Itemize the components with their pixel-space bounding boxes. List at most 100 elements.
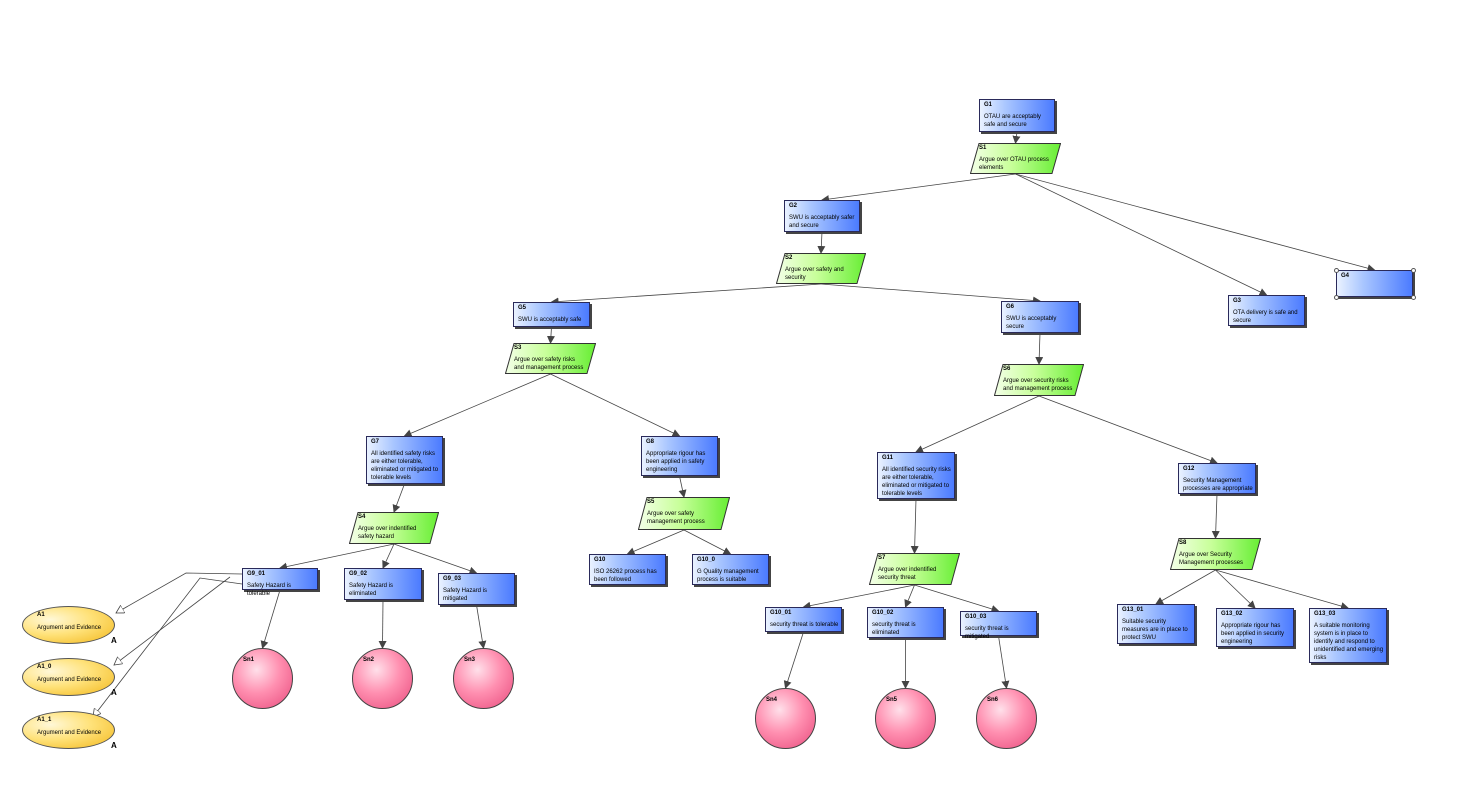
supported-by-edge <box>802 584 915 610</box>
node-id-label: G13_01 <box>1122 607 1144 613</box>
node-id-label: G3 <box>1233 298 1242 304</box>
supported-by-edge <box>626 529 685 555</box>
supported-by-edge <box>393 543 478 575</box>
strategy-parallelogram <box>638 497 730 530</box>
node-id-label: G7 <box>371 439 380 445</box>
supported-by-edge <box>783 631 804 689</box>
supported-by-edge <box>279 543 395 571</box>
selection-handle[interactable] <box>1411 268 1416 273</box>
node-id-label: Sn6 <box>987 697 999 703</box>
goal-node-g11[interactable]: G11 All identified security risks are ei… <box>877 452 955 499</box>
node-id-label: G11 <box>882 455 894 461</box>
strategy-outline <box>776 253 866 284</box>
solution-node-sn5[interactable]: Sn5 <box>875 688 936 749</box>
node-text: Argument and Evidence <box>37 625 102 631</box>
solution-node-sn4[interactable]: Sn4 <box>755 688 816 749</box>
node-id-label: S6 <box>1003 366 1011 372</box>
node-id-label: S3 <box>514 345 522 351</box>
supported-by-edge <box>392 483 405 513</box>
goal-node-g10-02[interactable]: G10_02 security threat is eliminated <box>867 607 944 638</box>
in-context-of-edge <box>114 576 231 665</box>
supported-by-edge <box>1015 173 1376 273</box>
node-id-label: G10 <box>594 557 606 563</box>
node-id-label: G10_02 <box>872 610 894 616</box>
in-context-of-edge <box>93 577 243 717</box>
assumption-a-mark: A <box>111 688 117 697</box>
node-id-label: S2 <box>785 255 793 261</box>
node-id-label: Sn5 <box>886 697 898 703</box>
node-text: G Quality management process is suitable <box>697 569 759 583</box>
selection-handle[interactable] <box>1334 295 1339 300</box>
supported-by-edge <box>821 173 1016 204</box>
node-id-label: G12 <box>1183 466 1195 472</box>
node-text: SWU is acceptably safe <box>518 317 582 323</box>
node-id-label: Sn1 <box>243 657 255 663</box>
solution-node-sn1[interactable]: Sn1 <box>232 648 293 709</box>
supported-by-edge <box>910 498 919 554</box>
node-text: Argue over indentified security threat <box>878 567 937 581</box>
node-text: SWU is acceptably secure <box>1006 316 1057 330</box>
node-id-label: Sn3 <box>464 657 476 663</box>
solution-node-sn3[interactable]: Sn3 <box>453 648 514 709</box>
node-text: Argument and Evidence <box>37 677 102 683</box>
supported-by-edge <box>998 635 1010 689</box>
node-text: security threat is eliminated <box>872 622 916 636</box>
node-id-label: Sn2 <box>363 657 375 663</box>
node-id-label: G9_02 <box>349 571 368 577</box>
node-id-label: G10_01 <box>770 610 792 616</box>
strategy-outline <box>638 497 730 530</box>
strategy-parallelogram <box>776 253 866 284</box>
node-text: Suitable security measures are in place … <box>1122 619 1188 641</box>
selection-handle[interactable] <box>1411 295 1416 300</box>
selection-handle[interactable] <box>1334 268 1339 273</box>
node-text: Argue over security risks and management… <box>1003 378 1073 392</box>
solution-node-sn2[interactable]: Sn2 <box>352 648 413 709</box>
strategy-outline <box>1170 538 1261 570</box>
node-text: Argument and Evidence <box>37 730 102 736</box>
node-text: Safety Hazard is eliminated <box>349 583 394 597</box>
goal-node-g4[interactable]: G4 <box>1336 270 1413 297</box>
node-id-label: G4 <box>1341 273 1350 279</box>
node-id-label: S5 <box>647 499 655 505</box>
node-text: All identified safety risks are either t… <box>371 451 439 481</box>
solution-node-sn6[interactable]: Sn6 <box>976 688 1037 749</box>
supported-by-edge <box>550 373 681 437</box>
strategy-outline <box>869 553 960 585</box>
node-text: Safety Hazard is mitigated <box>443 588 488 602</box>
supported-by-edge <box>1215 569 1349 610</box>
supported-by-edge <box>1015 173 1268 296</box>
node-id-label: A1_1 <box>37 717 52 723</box>
supported-by-edge <box>1035 332 1044 365</box>
supported-by-edge <box>1012 131 1021 144</box>
